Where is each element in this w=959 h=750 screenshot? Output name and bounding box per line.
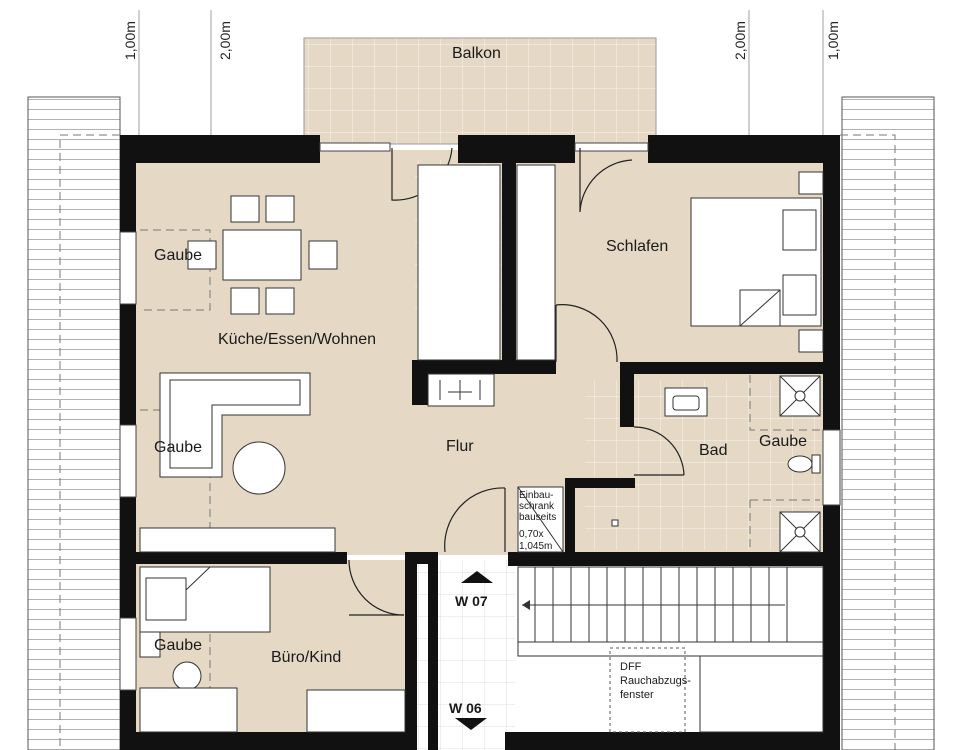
gaube-label-buero: Gaube (154, 637, 202, 654)
bath-fixtures (611, 375, 821, 553)
doors (348, 147, 685, 616)
dim-right-inner: 2,00m (732, 21, 748, 60)
dff-note-line-3: fenster (620, 689, 654, 701)
w07-marker-icon (461, 571, 493, 583)
w07-label: W 07 (455, 593, 488, 609)
room-bad: Bad (699, 442, 727, 459)
dim-right-outer: 1,00m (825, 21, 841, 60)
cabinet-note: Einbau- schrank bauseits 0,70x 1,045m (519, 490, 559, 552)
cabinet-note-line-2: schrank (519, 501, 555, 512)
windows (119, 142, 841, 691)
dining-set (187, 195, 338, 315)
dim-left-inner: 2,00m (217, 21, 233, 60)
dim-left-outer: 1,00m (122, 21, 138, 60)
dff-vent (609, 647, 686, 733)
sideboard (139, 527, 336, 553)
dff-note-line-1: DFF (620, 661, 642, 673)
kitchen-block (417, 164, 556, 361)
coffee-table (232, 441, 286, 495)
room-flur: Flur (446, 438, 474, 455)
gaube-label-wohnen: Gaube (154, 439, 202, 456)
cabinet-note-line-4: 0,70x (519, 529, 543, 540)
roof-left (27, 96, 121, 750)
bed (690, 171, 824, 353)
cabinet-note-line-5: 1,045m (519, 541, 552, 552)
gaube-label-bad: Gaube (759, 433, 807, 450)
room-kueche: Küche/Essen/Wohnen (218, 331, 376, 348)
roof-right (841, 96, 935, 750)
w06-marker-icon (455, 718, 487, 730)
cabinet-note-line-3: bauseits (519, 512, 556, 523)
stair-arrow-icon (522, 600, 530, 610)
cabinet-note-line-1: Einbau- (519, 490, 553, 501)
balcony-area (303, 37, 657, 145)
wardrobe (427, 373, 495, 407)
built-in-cabinet (517, 486, 564, 553)
room-buero: Büro/Kind (271, 649, 341, 666)
sofa (159, 372, 311, 478)
staircase (517, 566, 824, 733)
gaube-label-kueche: Gaube (154, 247, 202, 264)
buero-furniture (139, 566, 406, 733)
w06-label: W 06 (449, 700, 482, 716)
dff-note-line-2: Rauchabzugs- (620, 675, 691, 687)
dff-note: DFF Rauchabzugs- fenster (620, 661, 694, 701)
room-balkon: Balkon (452, 45, 501, 62)
room-schlafen: Schlafen (606, 238, 668, 255)
